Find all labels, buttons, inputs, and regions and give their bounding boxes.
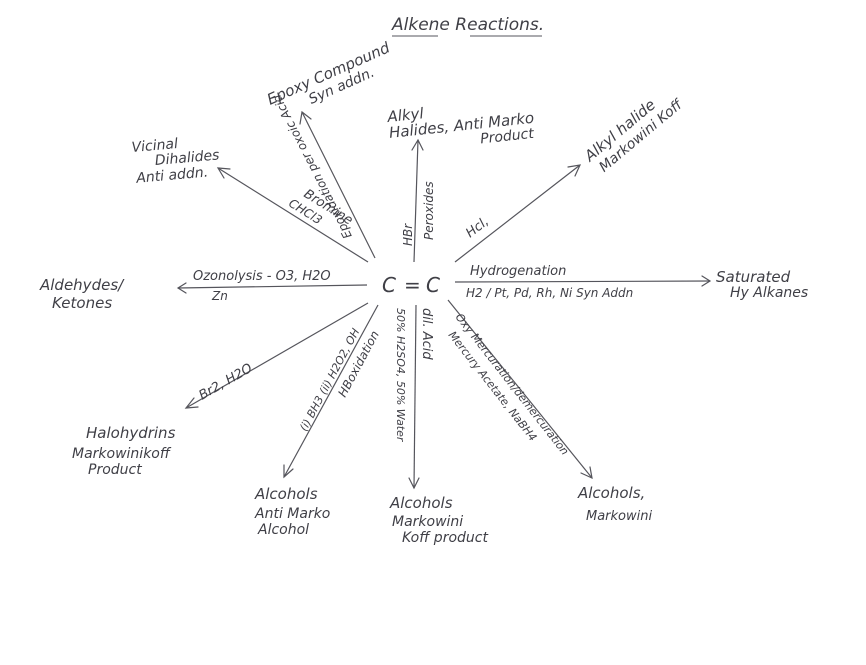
arrow-alkyl-marko: [454, 164, 582, 263]
reagent-halohydrins: Br2, H2O: [197, 361, 256, 404]
reagent-saturated-line1: Hydrogenation: [470, 264, 566, 279]
product-saturated: Saturated Hy Alkanes: [716, 268, 808, 301]
product-alkyl-marko: Alkyl halide Markowini Koff: [580, 96, 687, 176]
center-double-bond: =: [404, 273, 421, 297]
product-alcohols-anti-line3: Alcohol: [257, 522, 309, 538]
center-right-carbon: C: [426, 273, 440, 297]
reagent-alcohols-oxy: Oxy Mercuration/demercuration Mercury Ac…: [446, 311, 572, 458]
product-aldehydes: Aldehydes/ Ketones: [39, 276, 125, 312]
product-alcohols-marko-line3: Koff product: [402, 530, 488, 546]
product-alcohols-oxy: Alcohols, Markowini: [577, 484, 652, 524]
product-halohydrins: Halohydrins Markowinikoff Product: [72, 424, 176, 478]
arrow-alcohols-marko: [408, 304, 420, 490]
product-alcohols-oxy-line2: Markowini: [586, 509, 652, 524]
arrow-aldehydes: [176, 282, 368, 294]
reagent-alcohols-anti: HBoxidation (i) BH3 (ii) H2O2, OH: [297, 326, 382, 433]
product-halohydrins-line1: Halohydrins: [86, 424, 176, 442]
reagent-alkyl-anti-line1: HBr: [401, 223, 415, 246]
product-vicinal-line2: Dihalides: [154, 147, 220, 169]
product-aldehydes-line1: Aldehydes/: [39, 276, 125, 294]
arrow-alcohols-anti: [283, 304, 379, 479]
reagent-saturated: Hydrogenation H2 / Pt, Pd, Rh, Ni Syn Ad…: [466, 264, 633, 300]
product-alcohols-anti-line2: Anti Marko: [254, 506, 330, 522]
reagent-alcohols-marko-line1: dil. Acid: [419, 308, 434, 360]
arrow-saturated: [454, 275, 712, 287]
product-halohydrins-line3: Product: [88, 462, 142, 478]
diagram-title: Alkene Reactions.: [391, 15, 544, 35]
reagent-aldehydes-line1: Ozonolysis - O3, H2O: [193, 269, 331, 284]
reagent-alcohols-oxy-line2: Mercury Acetate, NaBH4: [446, 329, 540, 444]
reagent-alcohols-marko: dil. Acid 50% H2SO4, 50% Water: [394, 308, 434, 443]
product-alkyl-anti-line3: Product: [479, 126, 535, 148]
product-saturated-line2: Hy Alkanes: [730, 285, 808, 301]
reagent-aldehydes: Ozonolysis - O3, H2O Zn: [193, 269, 331, 303]
product-alkyl-anti-line1: Alkyl: [386, 104, 426, 126]
product-alcohols-marko: Alcohols Markowini Koff product: [389, 494, 488, 546]
product-vicinal-line3: Anti addn.: [135, 164, 209, 186]
arrow-vicinal: [216, 167, 369, 263]
reagent-alcohols-marko-line2: 50% H2SO4, 50% Water: [394, 308, 407, 443]
reagent-aldehydes-line2: Zn: [211, 289, 228, 303]
reagent-halohydrins-text: Br2, H2O: [197, 361, 256, 404]
product-alcohols-marko-line1: Alcohols: [389, 494, 453, 512]
product-vicinal: Vicinal Dihalides Anti addn.: [131, 136, 220, 187]
product-alkyl-anti: Alkyl Halides, Anti Marko Product: [386, 104, 536, 148]
arrow-epoxy: [299, 110, 376, 259]
arrow-alcohols-oxy: [447, 299, 593, 480]
arrow-alkyl-anti: [411, 138, 424, 263]
arrow-halohydrins: [184, 302, 369, 409]
product-alcohols-anti: Alcohols Anti Marko Alcohol: [254, 485, 330, 538]
product-alcohols-anti-line1: Alcohols: [254, 485, 318, 503]
reagent-saturated-line2: H2 / Pt, Pd, Rh, Ni Syn Addn: [466, 286, 633, 300]
reagent-alkyl-anti-line2: Peroxides: [422, 181, 436, 240]
product-vicinal-line1: Vicinal: [131, 136, 179, 156]
product-alcohols-oxy-line1: Alcohols,: [577, 484, 645, 502]
center-left-carbon: C: [382, 273, 396, 297]
reagent-alcohols-oxy-line1: Oxy Mercuration/demercuration: [453, 311, 572, 458]
product-aldehydes-line2: Ketones: [52, 294, 112, 312]
product-alcohols-marko-line2: Markowini: [392, 514, 463, 530]
alkene-center: C = C: [382, 273, 440, 297]
product-saturated-line1: Saturated: [716, 268, 791, 286]
reagent-alkyl-anti: HBr Peroxides: [401, 181, 436, 246]
product-halohydrins-line2: Markowinikoff: [72, 446, 172, 462]
